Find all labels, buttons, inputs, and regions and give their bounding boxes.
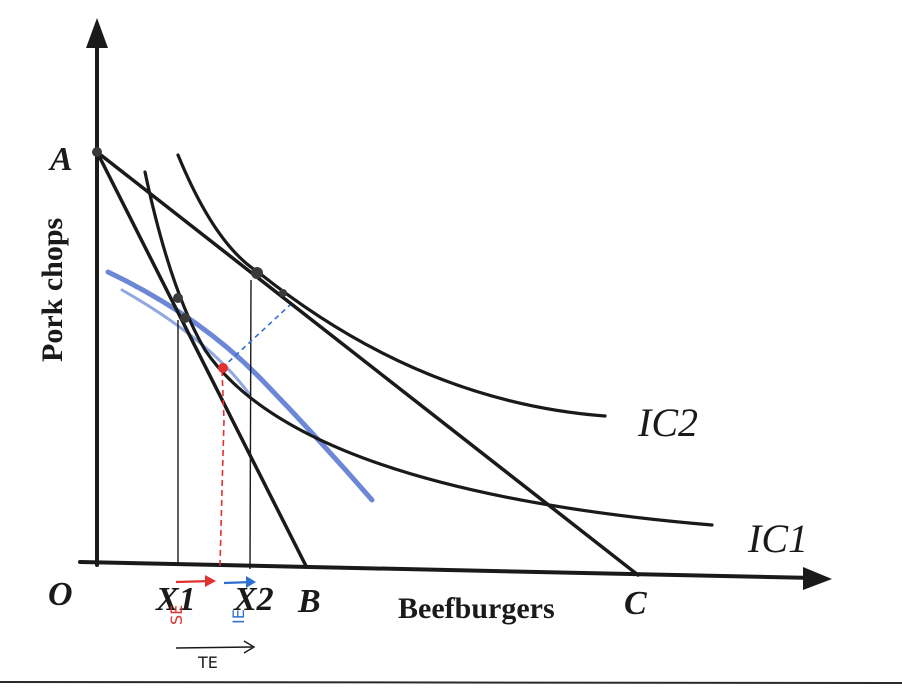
tangency-point-x1 [180, 313, 190, 323]
te-arrowhead [243, 640, 256, 654]
point-b-label: B [297, 583, 321, 620]
x1-label: X1 [155, 581, 196, 618]
se-arrowhead [205, 575, 216, 587]
te-annotation: TE [197, 653, 218, 672]
y-axis-arrowhead [86, 18, 108, 48]
ie-annotation: IE [229, 609, 248, 624]
scan-edge-line [0, 681, 902, 684]
blue-dashed-connector [221, 304, 291, 369]
compensated-budget-line-stroke [120, 288, 252, 397]
indifference-curve-ic2 [176, 153, 607, 418]
budget-line-ab [95, 150, 308, 568]
x-axis [78, 560, 817, 580]
indifference-curve-ic1 [143, 170, 714, 527]
compensated-tangency-dot [218, 363, 228, 373]
tangency-point-x2 [251, 267, 263, 279]
ic1-label: IC1 [747, 516, 808, 561]
intersection-point [279, 289, 287, 297]
se-annotation: SE [167, 605, 186, 625]
te-arrow [175, 646, 253, 649]
x-axis-arrowhead [803, 567, 832, 590]
red-dashed-drop-line [219, 369, 225, 567]
y-axis-label: Pork chops [36, 218, 69, 362]
point-a-label: A [48, 141, 73, 178]
point-a-dot [92, 147, 102, 157]
x-axis-label: Beefburgers [398, 592, 555, 625]
drop-line-x2 [249, 279, 252, 570]
origin-label: O [48, 576, 73, 613]
x2-label: X2 [233, 581, 274, 618]
tangency-point-dot [173, 293, 183, 303]
point-c-label: C [624, 585, 647, 622]
ie-arrowhead [246, 576, 256, 588]
ic2-label: IC2 [637, 400, 698, 445]
compensated-budget-line [105, 269, 375, 503]
